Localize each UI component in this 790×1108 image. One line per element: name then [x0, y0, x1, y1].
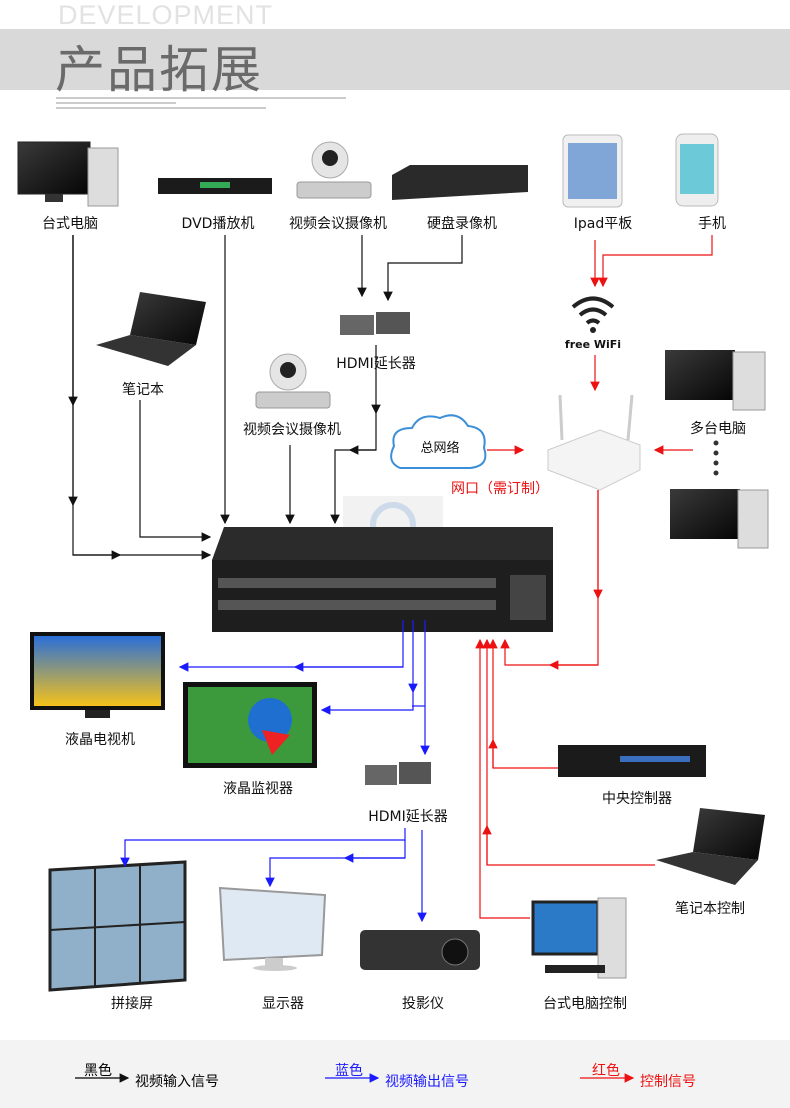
ipad-icon — [562, 134, 623, 208]
legend-red-name: 红色 — [592, 1063, 620, 1079]
lcd-tv-icon — [30, 632, 165, 718]
monitor-icon — [218, 886, 327, 971]
hdmi-extender-icon — [365, 762, 431, 785]
conference-camera-icon — [255, 353, 331, 409]
desktop-control-icon — [531, 897, 627, 979]
label-conf-camera: 视频会议摄像机 — [289, 216, 387, 232]
label-desktop: 台式电脑 — [42, 216, 98, 232]
wifi-router-icon — [547, 394, 641, 491]
phone-icon — [675, 133, 719, 207]
legend-red-meaning: 控制信号 — [640, 1074, 696, 1090]
label-phone: 手机 — [698, 216, 726, 232]
label-network-port: 网口（需订制） — [451, 481, 549, 497]
projector-icon — [360, 930, 480, 970]
dvd-player-icon — [158, 178, 272, 194]
matrix-switcher-icon — [212, 527, 553, 632]
lcd-monitor-icon — [183, 682, 317, 768]
decorative-text-line — [56, 107, 266, 109]
label-lcd-monitor: 液晶监视器 — [223, 781, 293, 797]
legend-blue-name: 蓝色 — [335, 1063, 363, 1079]
header-band — [0, 29, 790, 90]
header-en-title: DEVELOPMENT — [58, 0, 274, 30]
wifi-icon — [571, 296, 615, 333]
label-laptop-control: 笔记本控制 — [675, 901, 745, 917]
label-multi-pc: 多台电脑 — [690, 421, 746, 437]
decorative-text-line — [56, 102, 176, 104]
multi-pc-icon — [665, 350, 769, 549]
page-title: 产品拓展 — [55, 41, 263, 99]
conference-camera-icon — [296, 141, 372, 199]
label-nvr: 硬盘录像机 — [427, 216, 497, 232]
label-projector: 投影仪 — [402, 996, 444, 1012]
label-wifi: free WiFi — [564, 338, 622, 351]
input-signal-lines — [68, 235, 463, 560]
diagram — [17, 133, 769, 992]
label-ipad: Ipad平板 — [573, 216, 633, 232]
legend-black-name: 黑色 — [84, 1063, 112, 1079]
label-hdmi-extender-in: HDMI延长器 — [336, 356, 416, 372]
network-cloud-icon — [390, 414, 487, 469]
legend: 黑色 视频输入信号 蓝色 视频输出信号 红色 控制信号 — [0, 1040, 790, 1108]
label-central-controller: 中央控制器 — [602, 791, 672, 807]
label-hdmi-extender-out: HDMI延长器 — [368, 809, 448, 825]
hdmi-extender-icon — [340, 312, 410, 335]
label-video-wall: 拼接屏 — [111, 996, 153, 1012]
video-wall-icon — [48, 860, 187, 992]
label-dvd: DVD播放机 — [181, 216, 255, 232]
desktop-pc-icon — [17, 141, 119, 207]
legend-blue-meaning: 视频输出信号 — [385, 1074, 469, 1090]
decorative-text-line — [56, 97, 346, 99]
label-monitor: 显示器 — [262, 996, 304, 1012]
label-laptop: 笔记本 — [122, 382, 164, 398]
label-desktop-control: 台式电脑控制 — [543, 996, 627, 1012]
legend-black-meaning: 视频输入信号 — [135, 1074, 219, 1090]
control-signal-lines — [475, 235, 713, 919]
output-signal-lines — [120, 620, 430, 923]
laptop-control-icon — [656, 808, 765, 885]
label-network: 总网络 — [420, 441, 460, 456]
legend-arrows — [75, 1073, 635, 1083]
central-controller-icon — [558, 745, 706, 777]
laptop-icon — [96, 292, 206, 366]
nvr-icon — [392, 165, 528, 200]
label-lcd-tv: 液晶电视机 — [65, 732, 135, 748]
label-conf-camera-2: 视频会议摄像机 — [243, 422, 341, 438]
